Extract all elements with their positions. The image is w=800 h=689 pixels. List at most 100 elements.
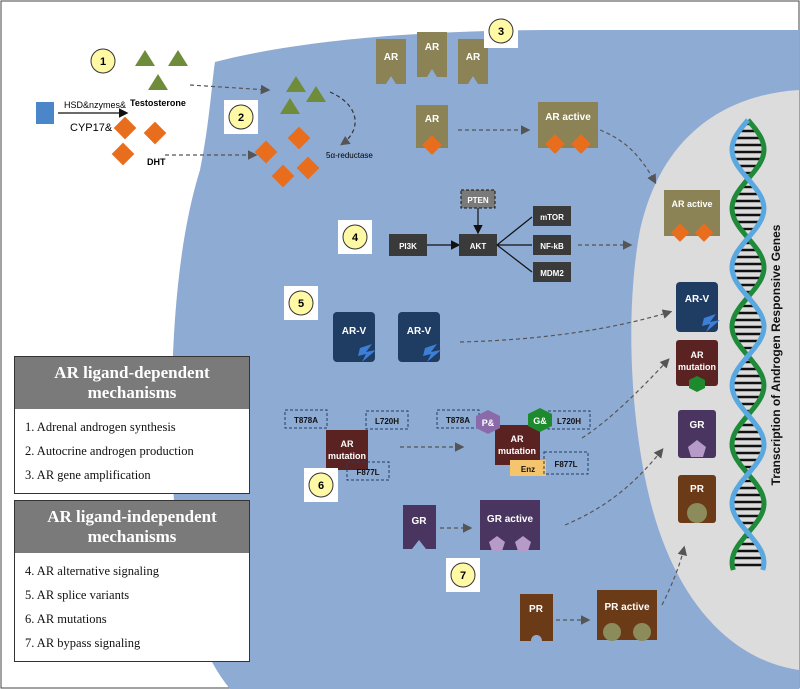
step-6-group: T878A L720H AR mutation F877L T878A L720… bbox=[284, 358, 670, 481]
cell-body bbox=[171, 30, 799, 689]
svg-text:mutation: mutation bbox=[498, 446, 536, 456]
svg-text:GR: GR bbox=[690, 420, 706, 431]
step-4-group: PTEN PI3K AKT mTOR NF-kB MDM2 bbox=[389, 189, 633, 282]
ar-receptor: AR bbox=[417, 32, 447, 77]
legend-ligand-dependent: AR ligand-dependent mechanisms 1. Adrena… bbox=[14, 356, 250, 494]
svg-text:F877L: F877L bbox=[554, 460, 577, 469]
dna-strand bbox=[729, 118, 767, 571]
pr-active-receptor: PR active bbox=[597, 590, 657, 641]
svg-text:AR: AR bbox=[691, 350, 704, 360]
svg-text:AR active: AR active bbox=[671, 199, 712, 209]
cyp17-label: CYP17& bbox=[70, 122, 113, 134]
pten-node: PTEN bbox=[460, 189, 496, 209]
legend-item: 4. AR alternative signaling bbox=[25, 564, 160, 578]
nucleus-gr: GR bbox=[678, 410, 716, 458]
step-number: 3 bbox=[498, 26, 504, 38]
svg-text:PR: PR bbox=[529, 604, 544, 615]
mtor-node: mTOR bbox=[533, 206, 571, 226]
gr-active-receptor: GR active bbox=[480, 500, 540, 551]
legend-ligand-independent: AR ligand-independent mechanisms 4. AR a… bbox=[14, 500, 250, 662]
svg-text:Enz: Enz bbox=[521, 465, 535, 474]
ar-active-receptor: AR active bbox=[538, 102, 598, 154]
svg-text:P&: P& bbox=[482, 418, 495, 428]
svg-text:AR: AR bbox=[425, 42, 440, 53]
svg-text:AR active: AR active bbox=[545, 112, 591, 123]
step-number: 2 bbox=[238, 112, 244, 124]
svg-text:L720H: L720H bbox=[557, 417, 581, 426]
step-7-group: GR GR active PR PR active bbox=[403, 448, 688, 641]
legend-item: 5. AR splice variants bbox=[25, 588, 130, 602]
enzymes-label: HSD&nzymes& bbox=[64, 100, 126, 110]
step-number: 4 bbox=[352, 232, 359, 244]
nucleus-ar-active: AR active bbox=[664, 190, 720, 242]
legend-item: 6. AR mutations bbox=[25, 612, 107, 626]
svg-text:PTEN: PTEN bbox=[467, 196, 489, 205]
legend-item: 1. Adrenal androgen synthesis bbox=[25, 420, 176, 434]
svg-text:NF-kB: NF-kB bbox=[540, 242, 564, 251]
akt-mdm2-line bbox=[496, 244, 533, 273]
reductase-arrow bbox=[329, 91, 356, 146]
step-number-badge: 5 bbox=[284, 286, 318, 320]
akt-mtor-line bbox=[496, 216, 533, 246]
nucleus-pr: PR bbox=[678, 475, 716, 523]
svg-text:T878A: T878A bbox=[294, 416, 318, 425]
legend-dependent-title: AR ligand-dependent mechanisms bbox=[15, 357, 249, 409]
svg-text:GR active: GR active bbox=[487, 514, 534, 525]
svg-text:AR-V: AR-V bbox=[407, 326, 432, 337]
ar-nucleus-arrow bbox=[599, 129, 657, 185]
svg-text:MDM2: MDM2 bbox=[540, 269, 564, 278]
step-3-group: AR AR AR AR AR active bbox=[376, 32, 657, 185]
testosterone-triangle bbox=[168, 50, 188, 66]
step-number: 5 bbox=[298, 298, 304, 310]
step-5-group: AR-V AR-V bbox=[333, 309, 673, 362]
gr-receptor: GR bbox=[403, 505, 436, 549]
mdm2-node: MDM2 bbox=[533, 262, 571, 282]
mutation-site-label: F877L bbox=[543, 451, 589, 475]
testosterone-flow-arrow bbox=[189, 84, 271, 95]
svg-text:mTOR: mTOR bbox=[540, 213, 564, 222]
svg-text:AR: AR bbox=[341, 439, 354, 449]
step-badges: 1 2 3 4 5 6 7 bbox=[86, 14, 518, 592]
step-number-badge: 2 bbox=[224, 100, 258, 134]
ar-receptor: AR bbox=[458, 39, 488, 84]
reductase-label: 5α-reductase bbox=[326, 151, 373, 160]
legend-item: 7. AR bypass signaling bbox=[25, 636, 141, 650]
testosterone-triangle bbox=[135, 50, 155, 66]
dna-strand bbox=[729, 118, 767, 571]
progesterone-ligand: P& bbox=[476, 410, 500, 434]
dna-helix bbox=[729, 118, 767, 571]
gr-nucleus-arrow bbox=[564, 448, 664, 526]
mutation-site-label: T878A bbox=[284, 409, 328, 429]
step-1-group: HSD&nzymes& CYP17& Testosterone DHT bbox=[36, 50, 271, 167]
testosterone-triangle bbox=[286, 76, 306, 92]
svg-text:PI3K: PI3K bbox=[399, 242, 417, 251]
svg-text:AR: AR bbox=[466, 52, 481, 63]
mutation-site-label: F877L bbox=[346, 461, 390, 481]
dht-label: DHT bbox=[147, 157, 166, 167]
legend-item: 2. Autocrine androgen production bbox=[25, 444, 194, 458]
svg-text:AKT: AKT bbox=[470, 242, 487, 251]
step-number-badge: 7 bbox=[446, 558, 480, 592]
dhea-square bbox=[36, 102, 54, 124]
step-number: 6 bbox=[318, 480, 324, 492]
glucocorticoid-ligand: G& bbox=[528, 408, 552, 432]
svg-text:AR: AR bbox=[511, 434, 524, 444]
step-number-badge: 3 bbox=[484, 14, 518, 48]
testosterone-triangle bbox=[306, 86, 326, 102]
svg-text:PR active: PR active bbox=[604, 602, 649, 613]
testosterone-label: Testosterone bbox=[130, 98, 186, 108]
mutation-site-label: L720H bbox=[365, 410, 409, 430]
step-number-badge: 1 bbox=[86, 44, 120, 78]
pr-nucleus-arrow bbox=[661, 545, 688, 606]
nfkb-node: NF-kB bbox=[533, 235, 571, 255]
arv-nucleus-arrow bbox=[459, 309, 673, 343]
nucleus-ar-v: AR-V bbox=[676, 282, 720, 332]
ar-mutation-receptor: AR mutation bbox=[326, 430, 368, 470]
ar-receptor: AR bbox=[376, 39, 406, 84]
pi3k-node: PI3K bbox=[389, 234, 427, 256]
svg-text:T878A: T878A bbox=[446, 416, 470, 425]
akt-node: AKT bbox=[459, 234, 497, 256]
testosterone-triangle bbox=[148, 74, 168, 90]
svg-text:GR: GR bbox=[412, 516, 428, 527]
